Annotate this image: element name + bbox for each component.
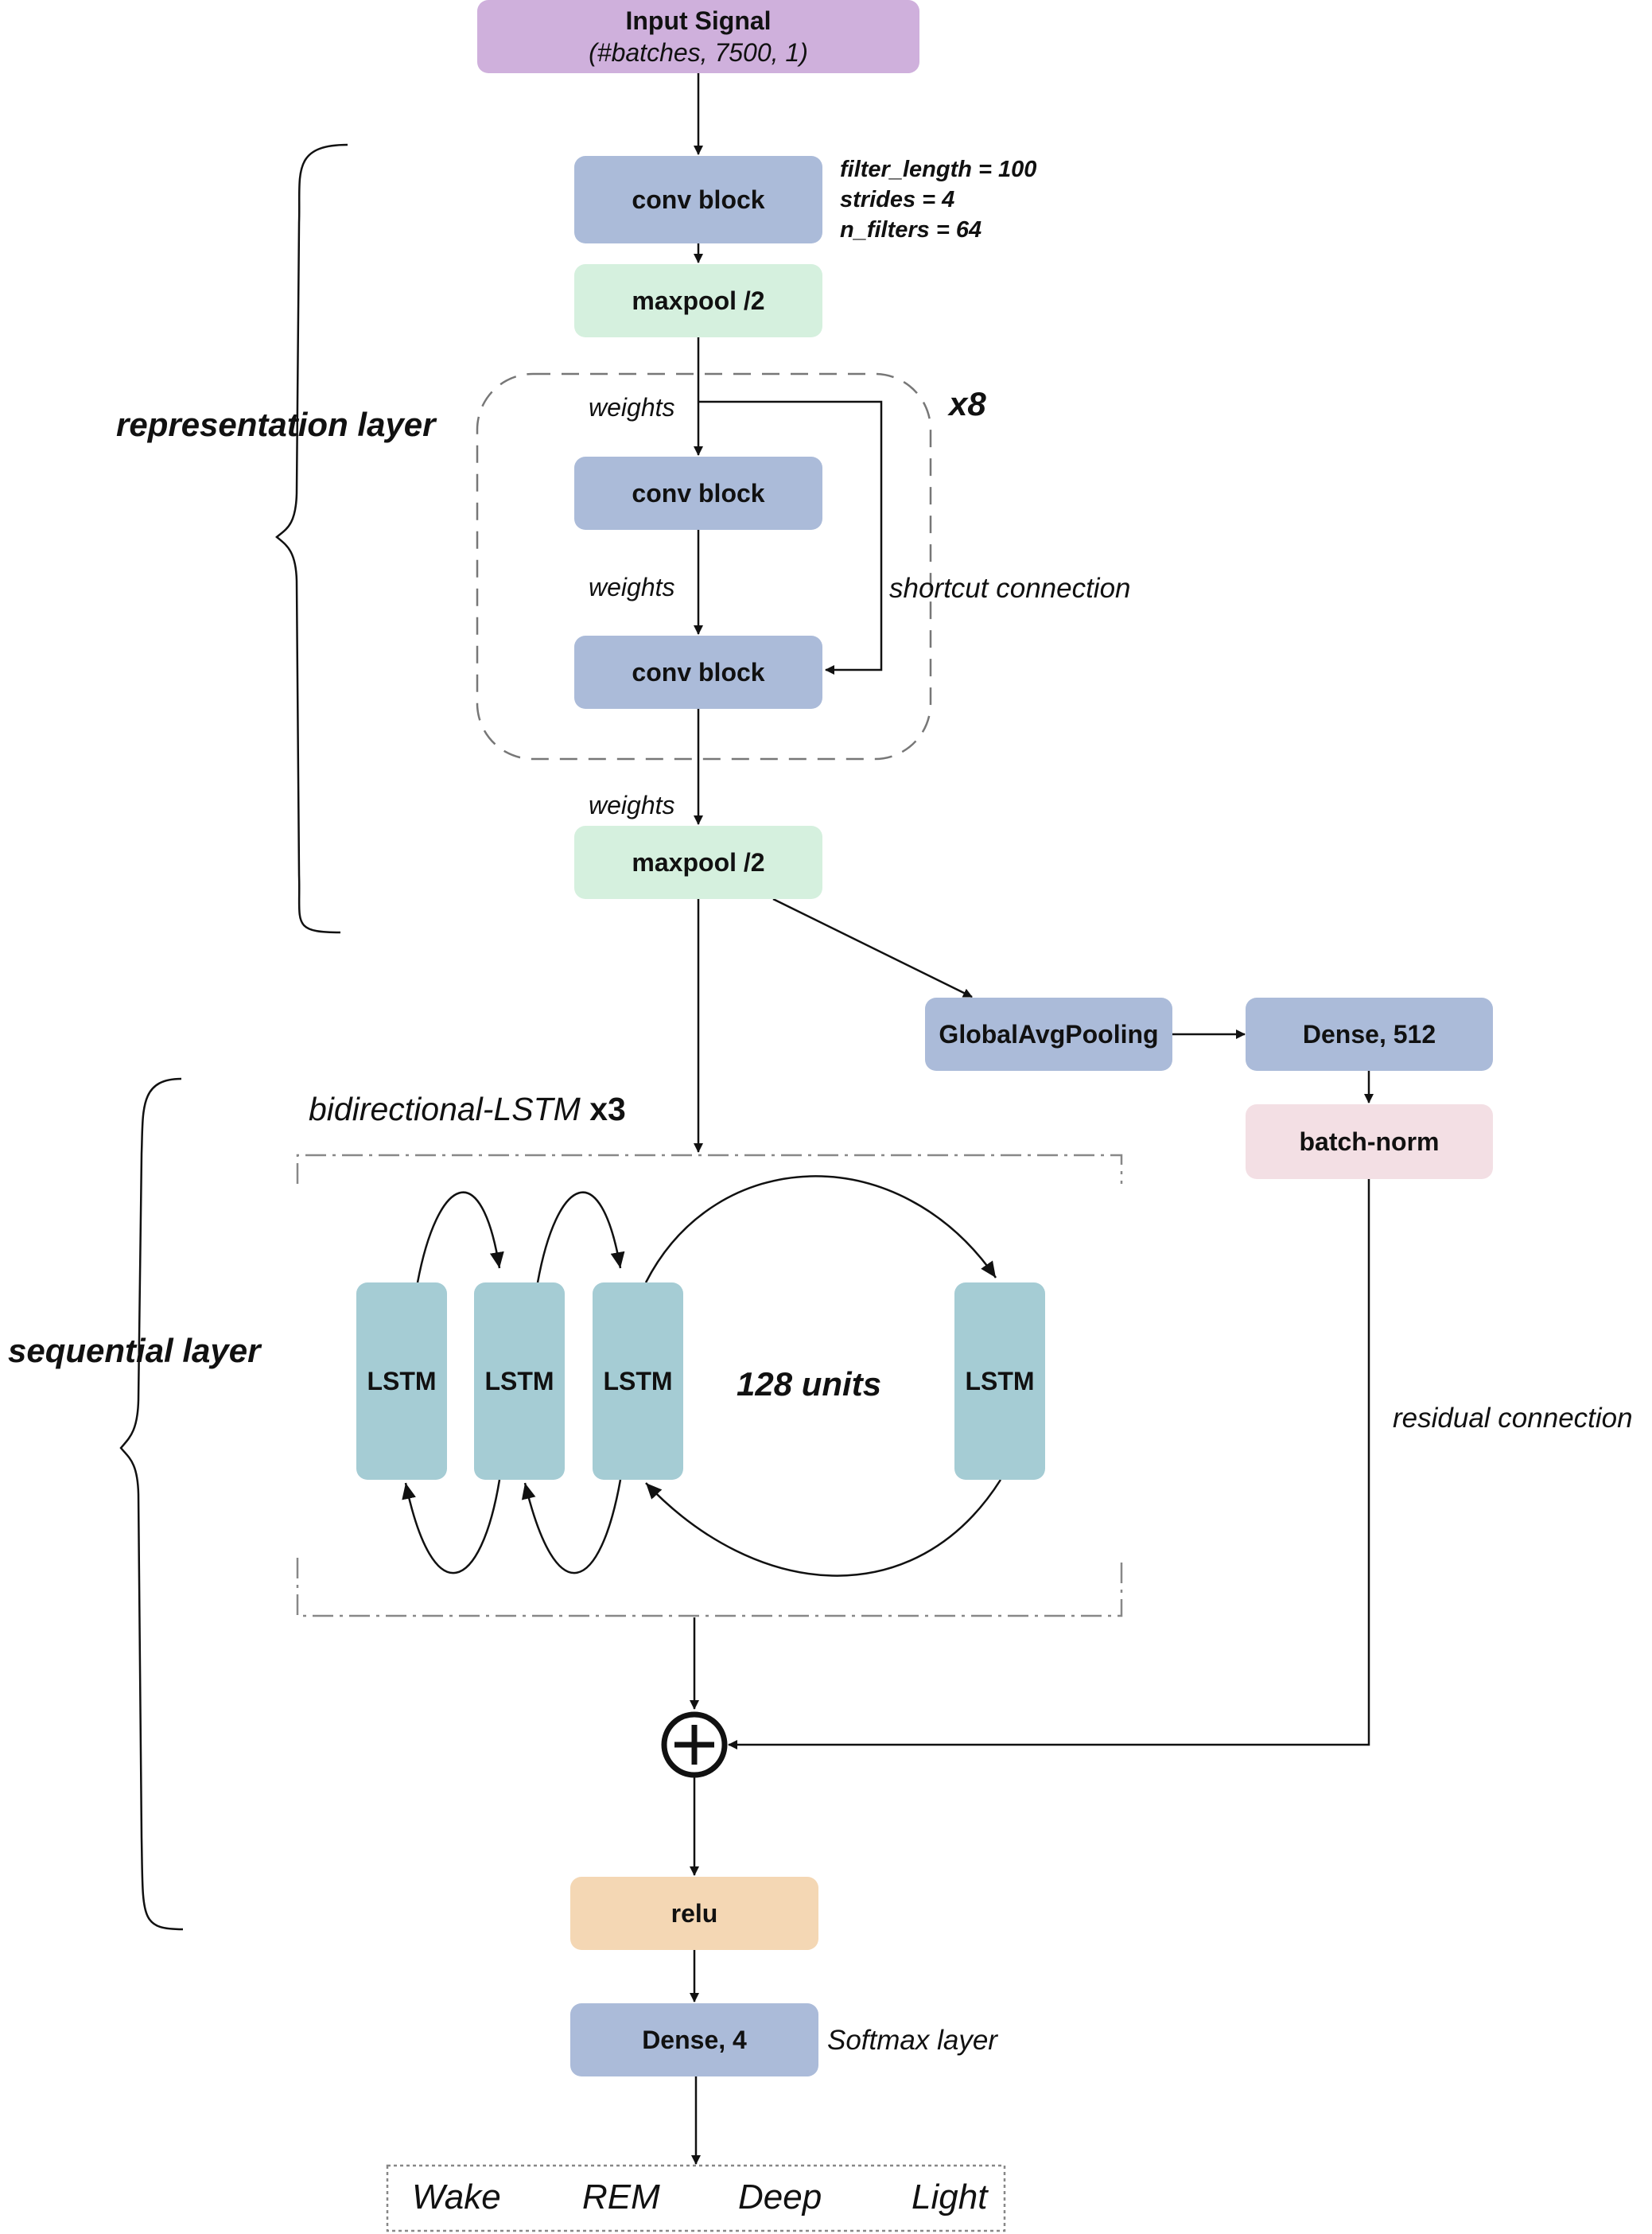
conv-param: strides = 4 bbox=[840, 187, 955, 212]
batchnorm-label: batch-norm bbox=[1299, 1127, 1440, 1156]
batch-norm: batch-norm bbox=[1246, 1104, 1493, 1179]
weights-label-3: weights bbox=[589, 791, 675, 819]
shortcut-label: shortcut connection bbox=[889, 573, 1131, 604]
conv-block-label: conv block bbox=[632, 185, 765, 214]
maxpool-2: maxpool /2 bbox=[574, 826, 822, 899]
maxpool-label: maxpool /2 bbox=[632, 286, 765, 315]
conv-block-label: conv block bbox=[632, 658, 765, 687]
bilstm-repeat: x3 bbox=[589, 1091, 626, 1127]
lstm-cell-2: LSTM bbox=[474, 1282, 565, 1480]
dense4-label: Dense, 4 bbox=[642, 2026, 747, 2054]
class-output-frame bbox=[386, 2164, 1006, 2232]
bilstm-label: bidirectional-LSTM bbox=[309, 1091, 581, 1127]
conv-param: n_filters = 64 bbox=[840, 217, 982, 243]
class-wake: Wake bbox=[412, 2178, 501, 2216]
dense-4: Dense, 4 bbox=[570, 2003, 818, 2076]
input-signal-node: Input Signal (#batches, 7500, 1) bbox=[477, 0, 919, 73]
lstm-label: LSTM bbox=[603, 1367, 673, 1395]
weights-label-2: weights bbox=[589, 573, 675, 601]
representation-layer-label: representation layer bbox=[116, 406, 436, 443]
conv-block-label: conv block bbox=[632, 479, 765, 508]
residual-connection-label: residual connection bbox=[1393, 1403, 1633, 1434]
bilstm-title: bidirectional-LSTM x3 bbox=[309, 1091, 626, 1128]
add-icon bbox=[661, 1711, 728, 1778]
softmax-label: Softmax layer bbox=[827, 2025, 997, 2056]
maxpool-1: maxpool /2 bbox=[574, 264, 822, 337]
lstm-label: LSTM bbox=[484, 1367, 554, 1395]
maxpool-label: maxpool /2 bbox=[632, 848, 765, 877]
lstm-cell-4: LSTM bbox=[954, 1282, 1045, 1480]
weights-label-1: weights bbox=[589, 393, 675, 422]
lstm-frame bbox=[296, 1154, 1123, 1617]
class-rem: REM bbox=[582, 2178, 660, 2216]
global-pool-label: GlobalAvgPooling bbox=[939, 1020, 1159, 1049]
input-shape: (#batches, 7500, 1) bbox=[589, 38, 808, 67]
input-title: Input Signal bbox=[625, 6, 772, 35]
conv-param: filter_length = 100 bbox=[840, 157, 1037, 182]
residual-block-frame bbox=[476, 372, 932, 761]
lstm-cell-1: LSTM bbox=[356, 1282, 447, 1480]
lstm-label: LSTM bbox=[965, 1367, 1035, 1395]
units-label: 128 units bbox=[737, 1365, 882, 1403]
class-deep: Deep bbox=[738, 2178, 822, 2216]
dense-512: Dense, 512 bbox=[1246, 998, 1493, 1071]
sequential-brace bbox=[119, 1077, 184, 1931]
class-light: Light bbox=[912, 2178, 988, 2216]
lstm-cell-3: LSTM bbox=[593, 1282, 683, 1480]
relu-node: relu bbox=[570, 1877, 818, 1950]
conv-block-2: conv block bbox=[574, 457, 822, 530]
dense512-label: Dense, 512 bbox=[1302, 1020, 1436, 1049]
relu-label: relu bbox=[671, 1899, 718, 1928]
lstm-label: LSTM bbox=[367, 1367, 437, 1395]
conv-params: filter_length = 100 strides = 4 n_filter… bbox=[840, 154, 1036, 245]
representation-brace bbox=[275, 143, 348, 934]
conv-block-1: conv block bbox=[574, 156, 822, 243]
global-avg-pooling: GlobalAvgPooling bbox=[925, 998, 1172, 1071]
sequential-layer-label: sequential layer bbox=[8, 1332, 261, 1369]
repeat-x8: x8 bbox=[949, 385, 986, 422]
conv-block-3: conv block bbox=[574, 636, 822, 709]
